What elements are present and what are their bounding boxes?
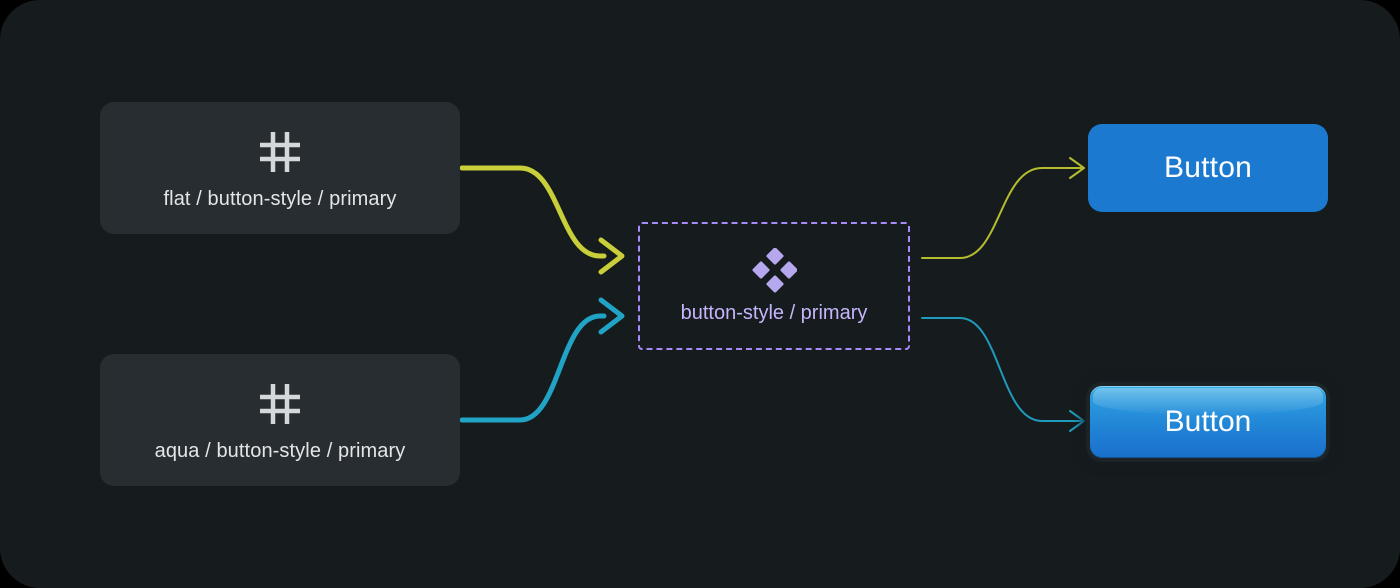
token-card-aqua-label: aqua / button-style / primary [154,439,406,462]
hash-icon [260,131,300,172]
edge-style-to-aqua-button [921,317,1085,432]
token-card-flat-label: flat / button-style / primary [163,187,397,210]
diamond-cluster-icon [752,247,797,293]
hash-icon [260,383,300,424]
result-button-flat-label: Button [1164,151,1252,184]
result-button-aqua-frame: Button [1086,382,1330,462]
style-node[interactable]: button-style / primary [638,222,910,350]
token-card-flat[interactable]: flat / button-style / primary [100,102,460,234]
style-node-label: button-style / primary [680,301,868,324]
token-card-aqua[interactable]: aqua / button-style / primary [100,354,460,486]
result-button-flat[interactable]: Button [1088,124,1328,212]
result-button-aqua-label: Button [1164,405,1252,438]
edge-aqua-to-style [459,297,625,423]
edge-style-to-flat-button [921,157,1085,259]
edge-flat-to-style [459,165,625,275]
result-button-aqua[interactable]: Button [1090,386,1326,458]
